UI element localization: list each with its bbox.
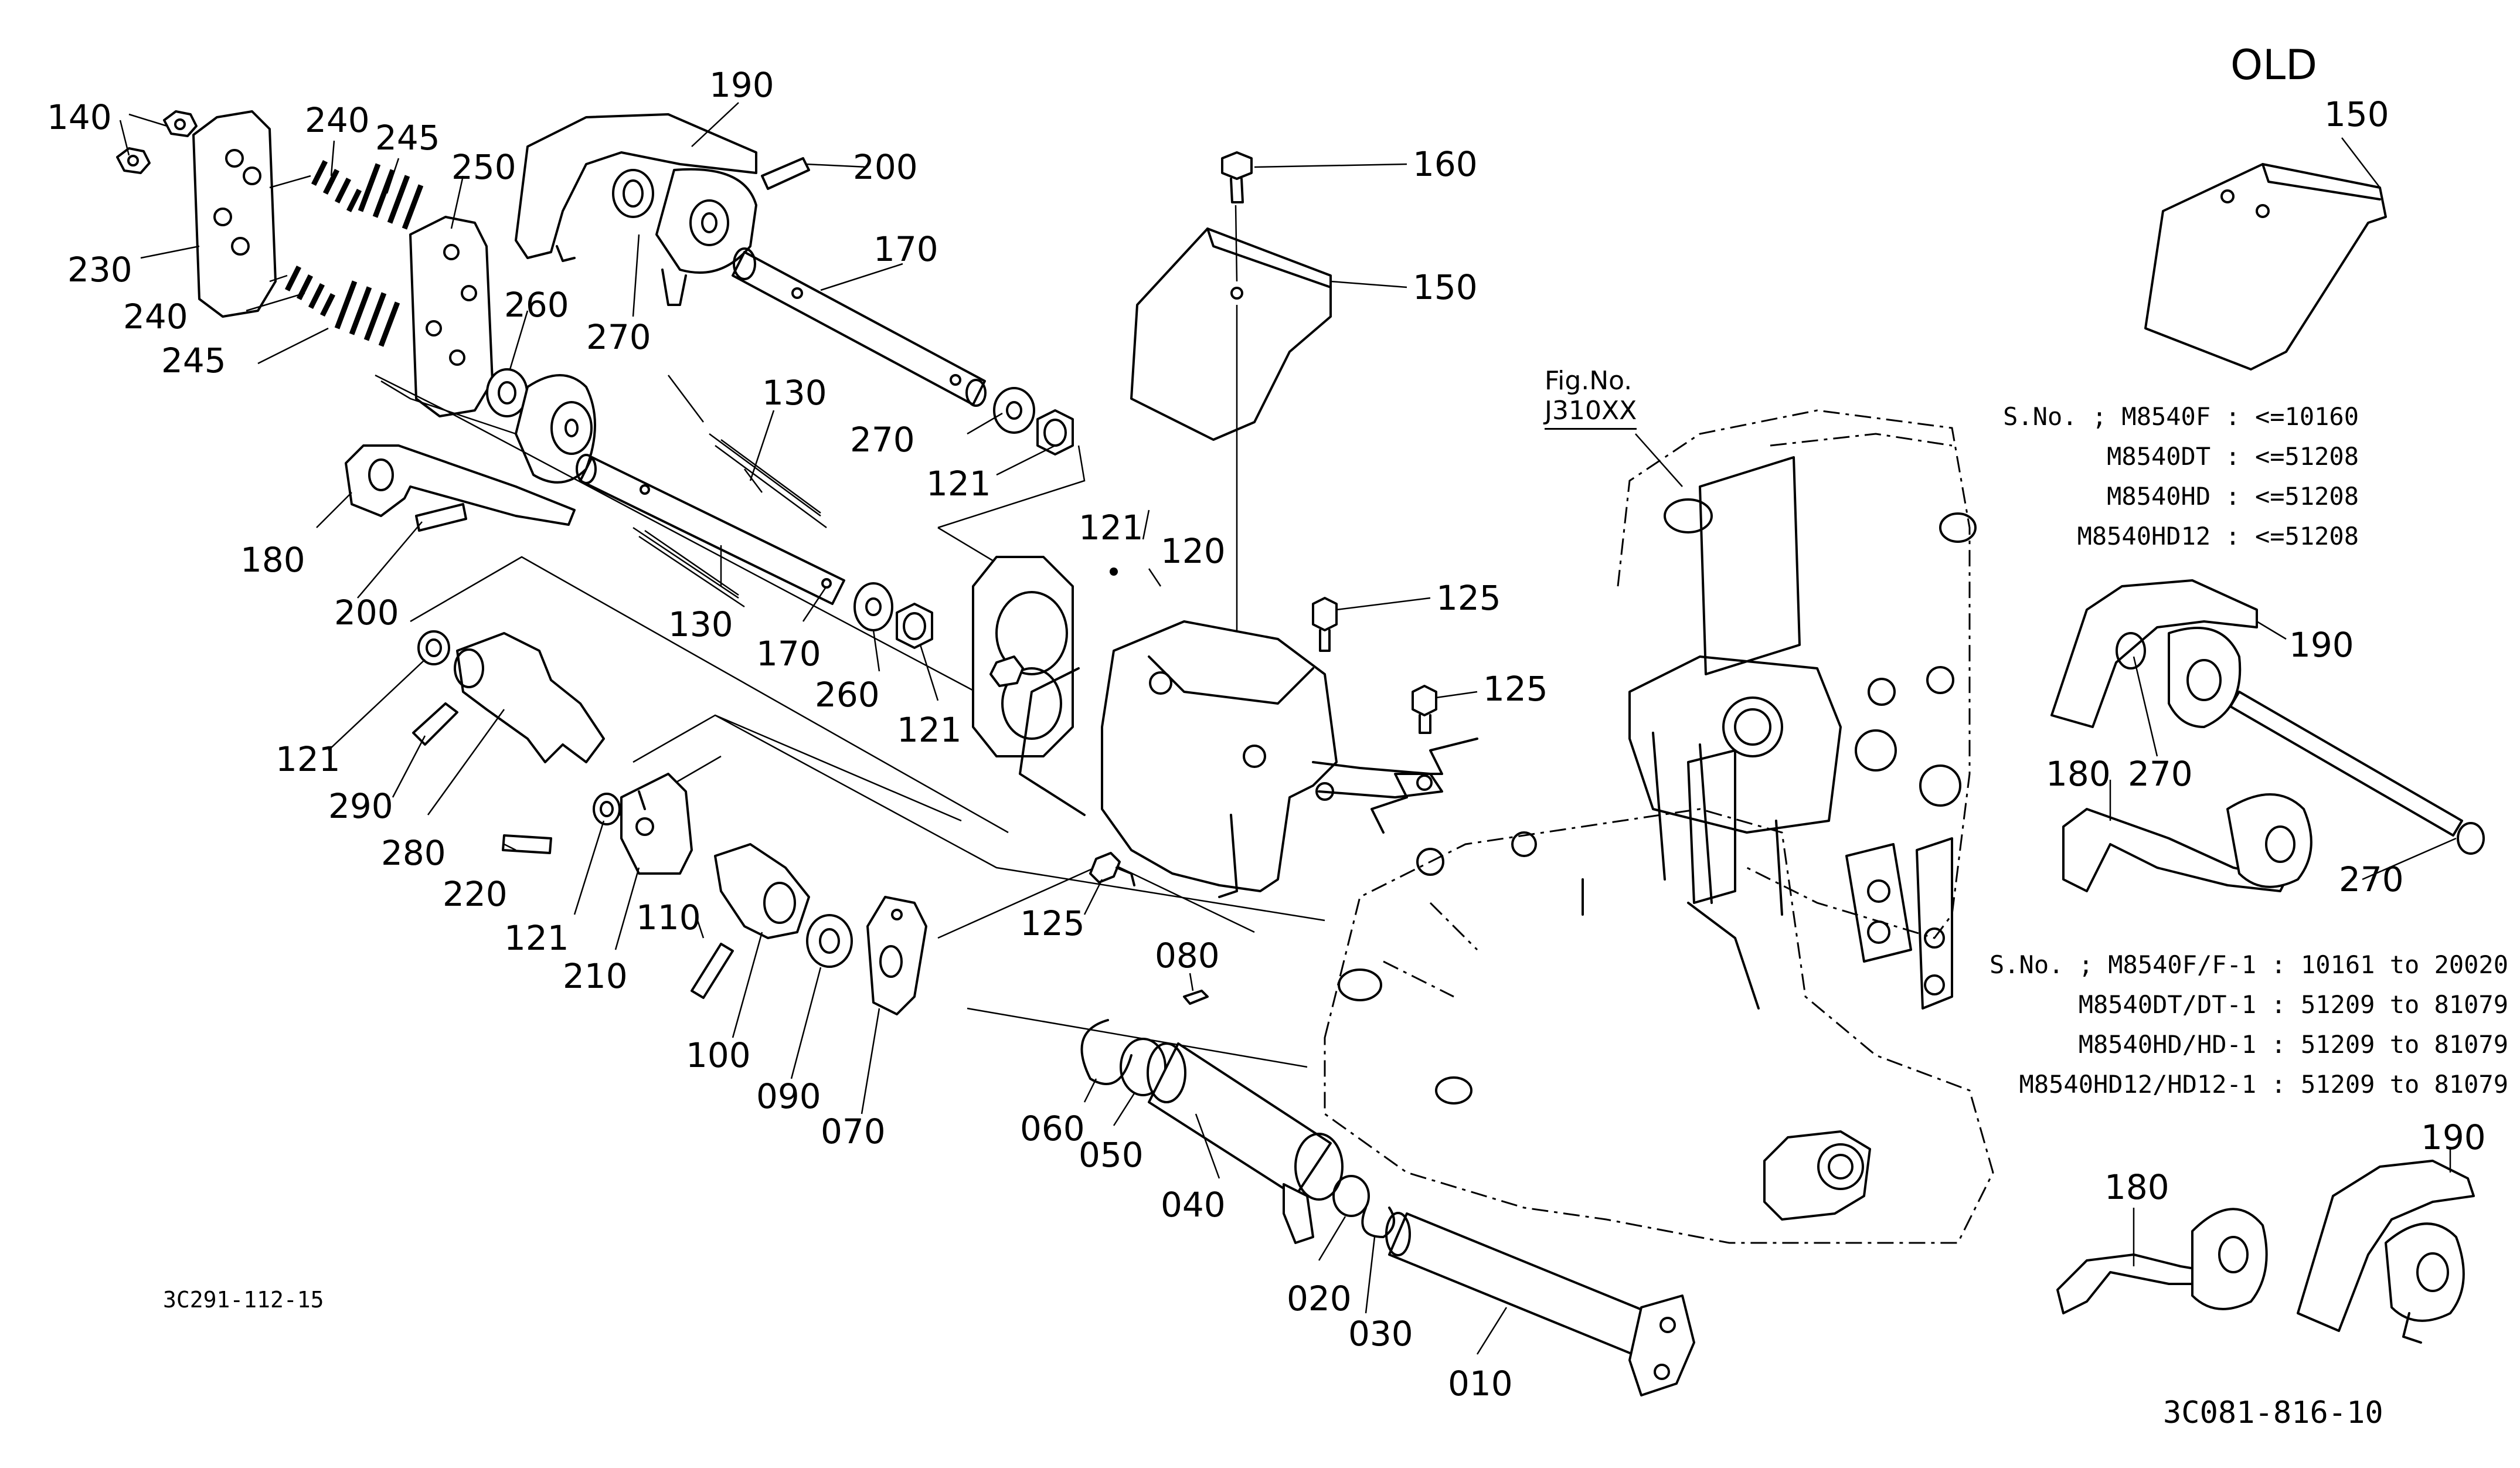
serial-note-line: M8540HD12 : <=51208	[2077, 522, 2359, 550]
serial-note-line: M8540HD : <=51208	[2107, 482, 2359, 511]
callout-label: 070	[821, 1112, 886, 1151]
callout-label: 080	[1155, 936, 1220, 976]
figure-reference: Fig.No. J310XX	[1545, 366, 1637, 430]
callout-label: 180	[2046, 754, 2111, 794]
left-drawing-code: 3C291-112-15	[163, 1287, 324, 1313]
callout-label: 121	[926, 464, 991, 504]
right-drawing-code: 3C081-816-10	[2163, 1395, 2383, 1430]
callout-label: 180	[240, 540, 305, 580]
callout-label: 245	[375, 118, 440, 158]
callout-label: 125	[1020, 903, 1085, 943]
serial-note-line: S.No. ; M8540F : <=10160	[2003, 402, 2359, 431]
callout-label: 125	[1483, 669, 1548, 709]
callout-label: 250	[451, 147, 516, 187]
serial-note-line: M8540HD12/HD12-1 : 51209 to 81079	[2019, 1070, 2508, 1099]
callout-labels: 140 240 245 190 200 250 230 240 245 260 …	[47, 65, 2486, 1404]
callout-label: 121	[504, 918, 569, 958]
callout-label: 050	[1079, 1135, 1144, 1175]
callout-label: 220	[443, 874, 508, 914]
hydraulic-housing-drawing	[1324, 409, 1994, 1244]
callout-label: 150	[1413, 267, 1478, 307]
callout-label: 020	[1287, 1279, 1352, 1319]
figure-reference-number: J310XX	[1545, 396, 1637, 430]
callout-label: 100	[686, 1035, 751, 1075]
callout-label: 170	[756, 634, 821, 674]
callout-label: 010	[1448, 1364, 1513, 1404]
serial-note-line: S.No. ; M8540F/F-1 : 10161 to 20020	[1989, 950, 2508, 979]
callout-label: 121	[1079, 508, 1144, 548]
old-version-heading: OLD	[2230, 41, 2317, 89]
callout-label: 180	[2104, 1167, 2169, 1207]
callout-label: 245	[161, 341, 226, 380]
callout-label: 130	[762, 373, 827, 413]
serial-note-line: M8540DT/DT-1 : 51209 to 81079	[2078, 990, 2508, 1019]
callout-label: 290	[328, 786, 393, 826]
serial-note-line: M8540HD/HD-1 : 51209 to 81079	[2078, 1030, 2508, 1059]
callout-label: 130	[668, 604, 733, 644]
callout-label: 230	[67, 250, 132, 290]
callout-label: 270	[586, 317, 651, 357]
callout-label: 270	[850, 420, 915, 460]
inset-old-cover-drawing	[2144, 163, 2387, 371]
callout-label: 260	[815, 675, 880, 715]
callout-label: 200	[853, 147, 918, 187]
callout-label: 160	[1413, 144, 1478, 184]
serial-notes-old: S.No. ; M8540F : <=10160 M8540DT : <=512…	[2003, 405, 2359, 549]
callout-label: 280	[381, 833, 446, 873]
callout-label: 190	[2289, 625, 2354, 665]
callout-label: 210	[563, 956, 628, 996]
callout-label: 121	[897, 710, 962, 750]
callout-label: 030	[1348, 1314, 1413, 1354]
inset-new-arms-drawing	[2056, 1160, 2475, 1344]
callout-label: 240	[123, 297, 188, 337]
callout-label: 190	[2421, 1117, 2486, 1157]
callout-label: 150	[2324, 94, 2389, 134]
callout-label: 060	[1020, 1109, 1085, 1148]
lower-linkage-drawing	[412, 630, 927, 1015]
callout-label: 125	[1436, 578, 1501, 618]
callout-label: 040	[1161, 1185, 1226, 1225]
upper-linkage-drawing	[116, 110, 1325, 1068]
serial-note-line: M8540DT : <=51208	[2107, 442, 2359, 471]
center-bracket-drawing	[972, 151, 1443, 898]
callout-label: 260	[504, 285, 569, 325]
callout-label: 110	[636, 898, 701, 937]
leader-lines	[119, 102, 2457, 1355]
figure-reference-label: Fig.No.	[1545, 366, 1633, 396]
callout-label: 240	[305, 100, 370, 140]
callout-label: 090	[756, 1076, 821, 1116]
serial-notes-new: S.No. ; M8540F/F-1 : 10161 to 20020 M854…	[1990, 953, 2508, 1097]
callout-label: 170	[873, 229, 938, 269]
callout-label: 270	[2339, 859, 2404, 899]
callout-label: 120	[1161, 531, 1226, 571]
callout-label: 270	[2128, 754, 2193, 794]
callout-label: 200	[334, 593, 399, 633]
shaft-assembly-drawing	[1080, 990, 1695, 1396]
callout-label: 140	[47, 97, 112, 137]
callout-label: 190	[709, 65, 774, 105]
inset-old-arms-drawing	[2050, 579, 2485, 892]
callout-label: 121	[276, 739, 341, 779]
